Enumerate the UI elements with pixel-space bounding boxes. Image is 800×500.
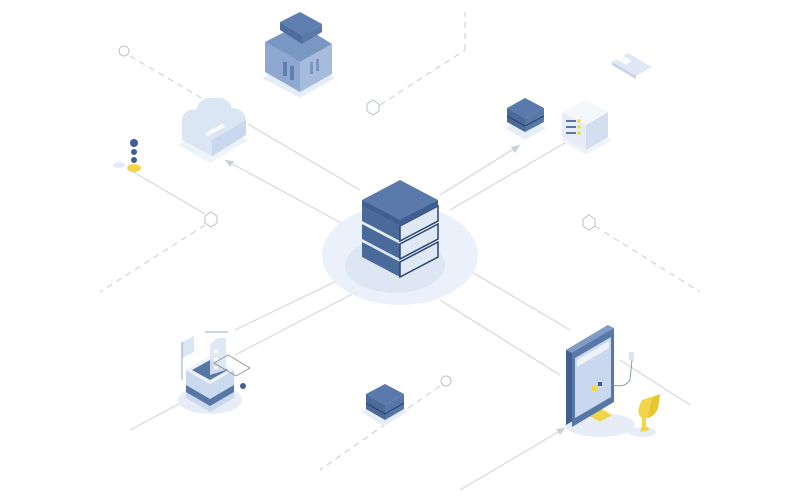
- cloud-icon: [178, 97, 248, 163]
- storage-card-icon: [612, 53, 652, 79]
- hex-node-right-icon: [582, 214, 596, 231]
- central-database-server-icon: [322, 180, 478, 305]
- security-terminal-icon: [178, 331, 251, 414]
- small-server-block-bottom-icon: [362, 384, 407, 426]
- circle-node-top-left-icon: [118, 45, 130, 57]
- kiosk-monitor-icon: [565, 325, 635, 437]
- small-server-block-top-icon: [505, 98, 546, 140]
- status-indicator-icon: [113, 139, 141, 172]
- office-building-icon: [262, 12, 335, 98]
- trophy-icon: [628, 394, 660, 437]
- circle-node-bottom-icon: [440, 375, 452, 387]
- dashed-lines: [99, 12, 701, 471]
- hex-node-top-icon: [366, 99, 380, 116]
- server-rack-icon: [560, 100, 612, 155]
- hex-node-left-icon: [204, 211, 218, 228]
